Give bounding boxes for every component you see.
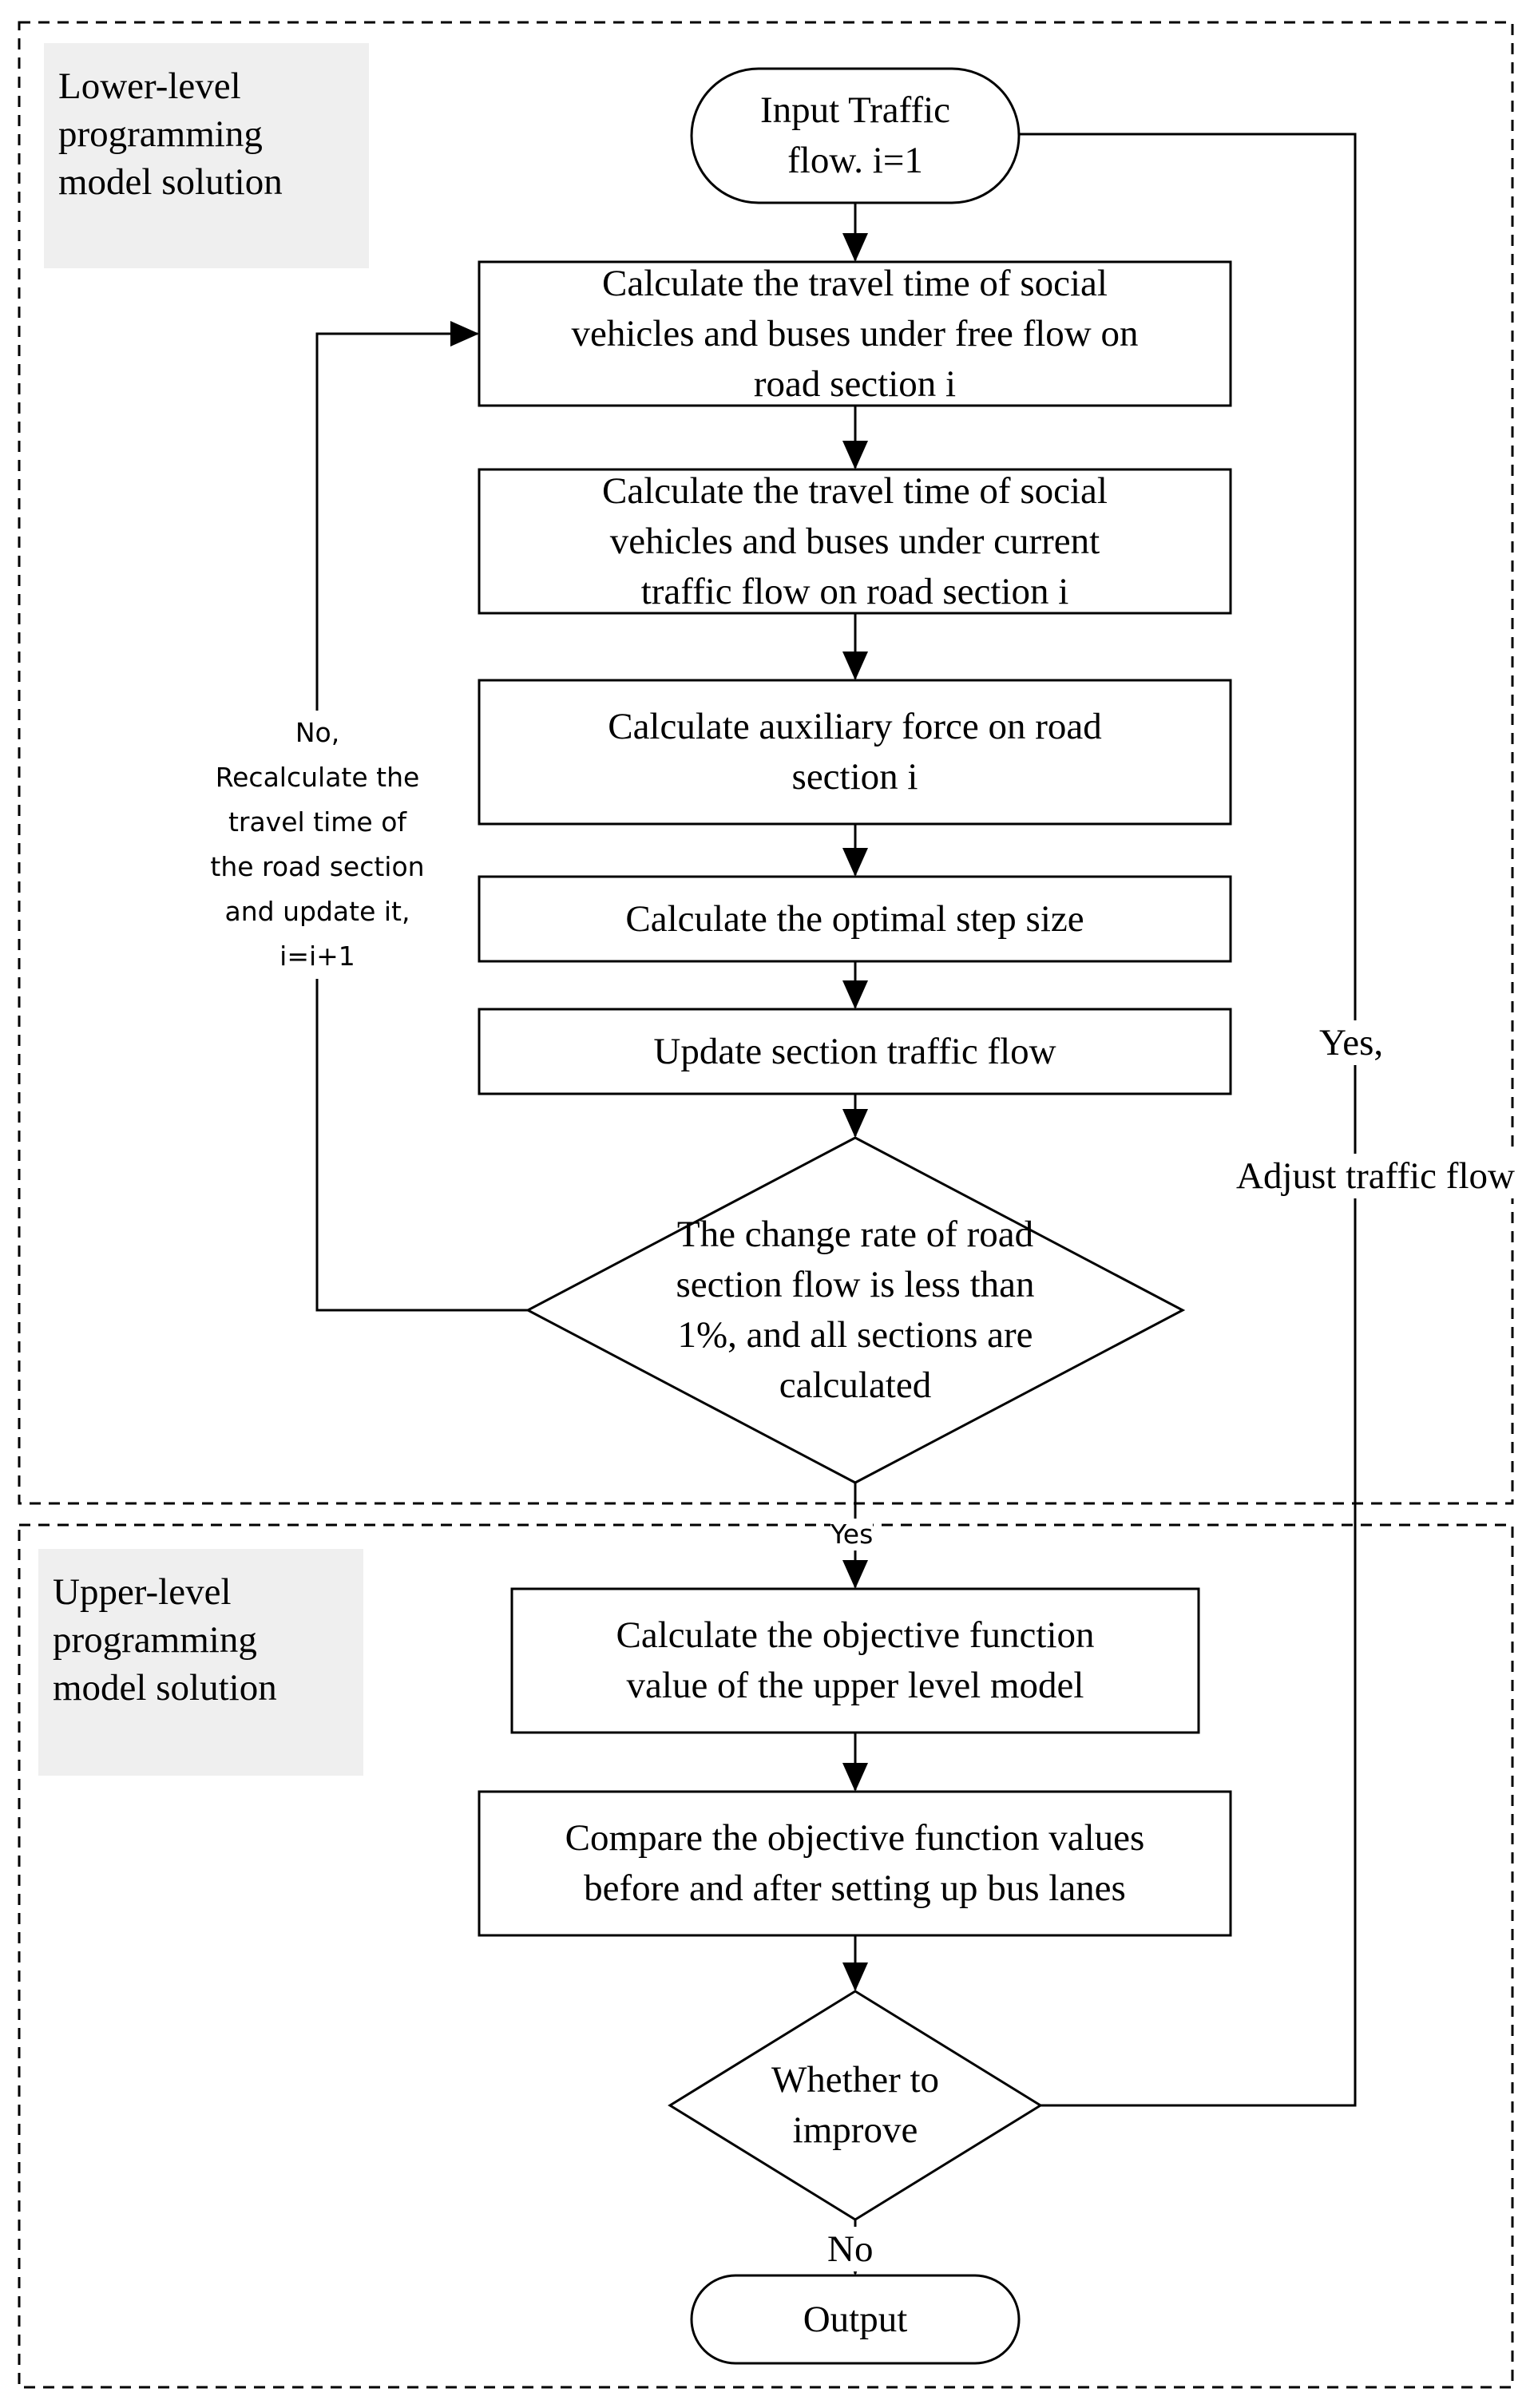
objective-value-text: Calculate the objective function value o… [616, 1614, 1095, 1706]
arrow-yes-adjust-loop [1019, 133, 1357, 2107]
input-node-text: Input Traffic flow. i=1 [759, 89, 951, 181]
yes-adjust-label: Yes, [1319, 1020, 1384, 1065]
compare-node: Compare the objective function values be… [479, 1792, 1231, 1935]
yes-to-upper-label: Yes [830, 1519, 874, 1551]
objective-value-node: Calculate the objective function value o… [512, 1589, 1199, 1733]
current-flow-time-box [478, 468, 1232, 615]
input-traffic-flow-node: Input Traffic flow. i=1 [692, 69, 1019, 203]
output-text: Output [803, 2298, 908, 2340]
compare-box [478, 1790, 1232, 1937]
current-flow-time-text: Calculate the travel time of social vehi… [602, 469, 1108, 612]
objective-value-box [510, 1587, 1200, 1734]
auxiliary-force-node: Calculate auxiliary force on road sectio… [479, 680, 1231, 824]
output-terminal-shape [690, 2274, 1021, 2365]
improve-check-node: Whether to improve [719, 2052, 992, 2159]
adjust-traffic-flow-label: Adjust traffic flow [1236, 1154, 1515, 1198]
convergence-check-node: The change rate of road section flow is … [592, 1198, 1119, 1423]
update-flow-box [478, 1008, 1232, 1095]
free-flow-time-text: Calculate the travel time of social vehi… [571, 262, 1139, 405]
improve-check-text: Whether to improve [771, 2059, 940, 2151]
upper-level-region-label: Upper-level programming model solution [38, 1549, 363, 1776]
free-flow-time-node: Calculate the travel time of social vehi… [479, 262, 1231, 406]
update-flow-node: Update section traffic flow [479, 1009, 1231, 1094]
auxiliary-force-box [478, 679, 1232, 826]
step-size-node: Calculate the optimal step size [479, 877, 1231, 961]
step-size-text: Calculate the optimal step size [625, 897, 1084, 940]
auxiliary-force-text: Calculate auxiliary force on road sectio… [608, 706, 1102, 798]
free-flow-time-box [478, 260, 1232, 407]
upper-level-region [18, 1523, 1514, 2389]
compare-text: Compare the objective function values be… [565, 1817, 1145, 1909]
no-output-label: No [827, 2227, 874, 2271]
current-flow-time-node: Calculate the travel time of social vehi… [479, 469, 1231, 613]
update-flow-text: Update section traffic flow [653, 1030, 1056, 1072]
output-node: Output [692, 2275, 1019, 2363]
lower-level-region [18, 21, 1514, 1505]
convergence-check-text: The change rate of road section flow is … [676, 1214, 1035, 1406]
lower-level-region-label: Lower-level programming model solution [44, 43, 369, 268]
no-recalculate-label: No, Recalculate the travel time of the r… [180, 711, 455, 979]
